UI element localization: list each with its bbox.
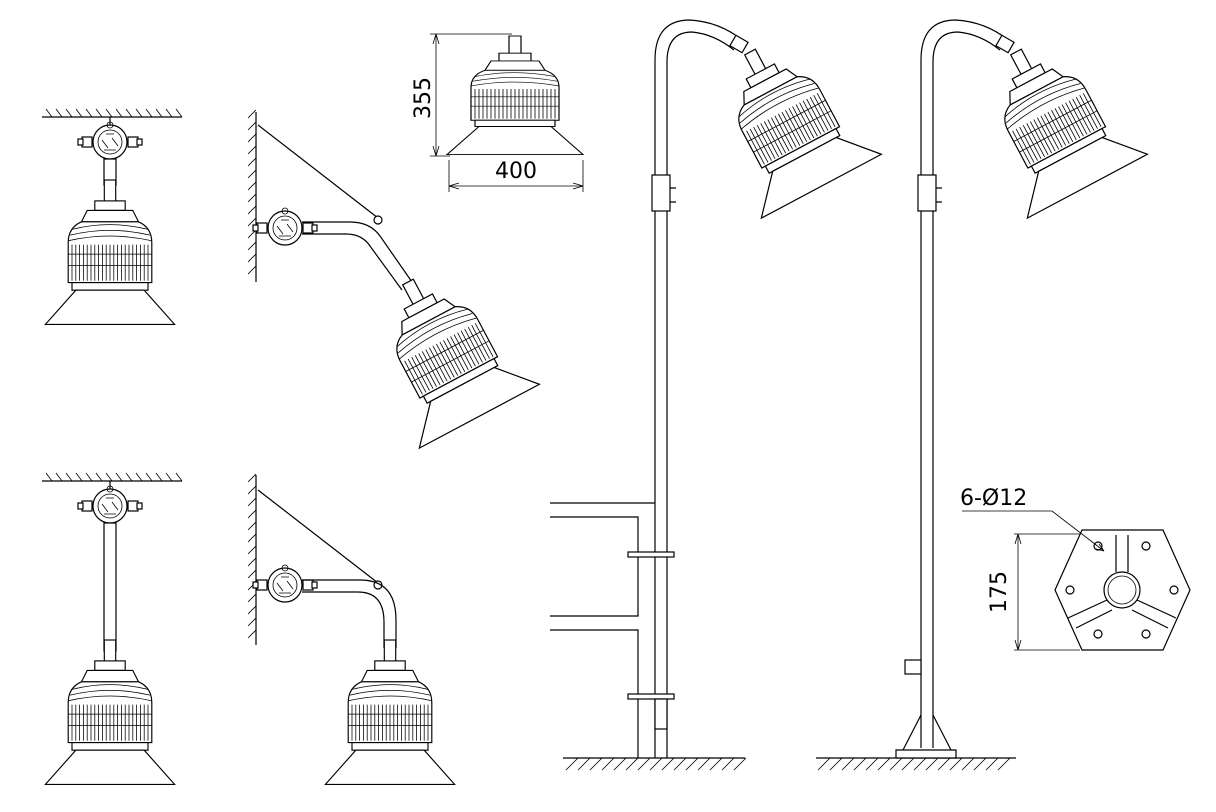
height-dimension: 355 <box>411 77 436 119</box>
pole-mount-flanged-view <box>816 19 1149 771</box>
wall-mount-brace-angled-view <box>247 109 541 449</box>
ceiling-mount-short-view <box>41 108 183 325</box>
wall-mount-brace-curved-view <box>247 473 456 785</box>
ceiling-mount-long-view <box>41 472 183 785</box>
base-dimension: 175 <box>987 571 1012 613</box>
lamp-dimension-view: 355 400 <box>411 33 584 192</box>
base-flange-plan-view: 6-Ø12 175 <box>960 486 1191 651</box>
pole-mount-clamped-view <box>550 19 883 771</box>
holes-dimension: 6-Ø12 <box>960 486 1027 511</box>
width-dimension: 400 <box>495 159 537 184</box>
